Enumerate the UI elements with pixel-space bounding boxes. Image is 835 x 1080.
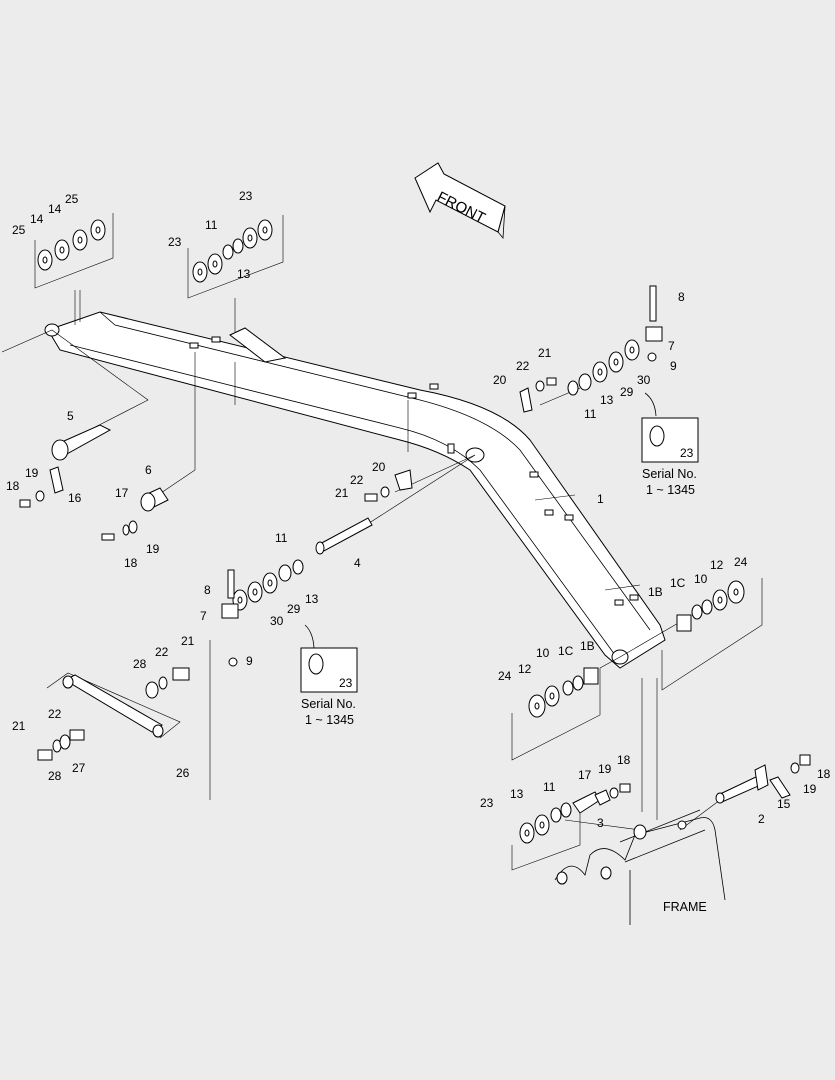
pin-assembly-2 — [715, 754, 811, 804]
callout-9: 9 — [670, 359, 677, 373]
callout-12: 12 — [710, 558, 724, 572]
callout-21: 21 — [538, 346, 552, 360]
callout-20: 20 — [493, 373, 507, 387]
callout-18: 18 — [617, 753, 631, 767]
callout-19: 19 — [803, 782, 817, 796]
callout-11: 11 — [205, 218, 218, 232]
callout-23: 23 — [480, 796, 494, 810]
bar-assembly-26 — [37, 667, 190, 761]
serial-note-upper-line1: Serial No. — [642, 467, 697, 481]
callout-21: 21 — [335, 486, 349, 500]
callout-28: 28 — [48, 769, 62, 783]
callout-1C: 1C — [670, 576, 686, 590]
bolt-group-upper — [519, 377, 557, 413]
callout-22: 22 — [48, 707, 62, 721]
callout-23: 23 — [239, 189, 253, 203]
callout-30: 30 — [637, 373, 651, 387]
frame-label: FRAME — [663, 900, 707, 914]
callout-5: 5 — [67, 409, 74, 423]
callout-23: 23 — [168, 235, 182, 249]
callout-7: 7 — [668, 339, 675, 353]
callout-14: 14 — [48, 202, 62, 216]
callout-13: 13 — [237, 267, 251, 281]
pin-assembly-5 — [19, 424, 112, 508]
callout-27: 27 — [72, 761, 86, 775]
callout-13: 13 — [305, 592, 319, 606]
washer-group-upper-left — [34, 213, 114, 289]
callout-17: 17 — [115, 486, 129, 500]
callout-13: 13 — [600, 393, 614, 407]
callout-18: 18 — [6, 479, 20, 493]
serial-note-upper-line2: 1 ~ 1345 — [646, 483, 695, 497]
callout-29: 29 — [620, 385, 634, 399]
callout-25: 25 — [12, 223, 26, 237]
bushing-group-lower — [511, 667, 601, 761]
callout-11: 11 — [543, 780, 556, 794]
callout-21: 21 — [181, 634, 195, 648]
callout-19: 19 — [25, 466, 39, 480]
callout-1B: 1B — [580, 639, 595, 653]
boom-assembly — [44, 311, 666, 669]
callout-4: 4 — [354, 556, 361, 570]
callout-8: 8 — [678, 290, 685, 304]
serial-note-middle: 23 Serial No. 1 ~ 1345 — [300, 624, 358, 727]
callout-12: 12 — [518, 662, 532, 676]
pin-assembly-6 — [101, 487, 169, 541]
bolt-group-middle — [364, 469, 413, 502]
callout-30: 30 — [270, 614, 284, 628]
callout-24: 24 — [498, 669, 512, 683]
serial-note-upper: 23 Serial No. 1 ~ 1345 — [641, 392, 699, 497]
callout-10: 10 — [694, 572, 708, 586]
serial-note-upper-part: 23 — [680, 446, 694, 460]
callout-19: 19 — [598, 762, 612, 776]
frame-assembly: FRAME — [554, 809, 726, 925]
leader-lines — [1, 290, 721, 831]
callout-26: 26 — [176, 766, 190, 780]
callout-18: 18 — [817, 767, 831, 781]
callout-14: 14 — [30, 212, 44, 226]
callout-22: 22 — [516, 359, 530, 373]
callout-11: 11 — [275, 531, 288, 545]
callout-18: 18 — [124, 556, 138, 570]
callout-22: 22 — [155, 645, 169, 659]
callout-19: 19 — [146, 542, 160, 556]
bushing-group-right — [661, 578, 763, 691]
callout-1B: 1B — [648, 585, 663, 599]
callout-29: 29 — [287, 602, 301, 616]
serial-note-middle-part: 23 — [339, 676, 353, 690]
serial-note-middle-line1: Serial No. — [301, 697, 356, 711]
callout-16: 16 — [68, 491, 82, 505]
pin-4 — [315, 517, 373, 555]
washer-group-upper-middle — [187, 215, 284, 299]
callout-7: 7 — [200, 609, 207, 623]
callout-10: 10 — [536, 646, 550, 660]
callout-13: 13 — [510, 787, 524, 801]
callout-2: 2 — [758, 812, 765, 826]
serial-note-middle-line2: 1 ~ 1345 — [305, 713, 354, 727]
callout-labels: 25 14 14 25 23 11 23 13 8 7 9 30 29 13 1… — [6, 189, 831, 830]
callout-21: 21 — [12, 719, 26, 733]
callout-15: 15 — [777, 797, 791, 811]
callout-11: 11 — [584, 407, 597, 421]
washer-group-middle-left — [221, 559, 304, 667]
washer-group-lower-right — [511, 783, 631, 871]
washer-group-right — [567, 285, 663, 396]
callout-17: 17 — [578, 768, 592, 782]
callout-8: 8 — [204, 583, 211, 597]
callout-25: 25 — [65, 192, 79, 206]
callout-1C: 1C — [558, 644, 574, 658]
callout-1: 1 — [597, 492, 604, 506]
callout-28: 28 — [133, 657, 147, 671]
callout-3: 3 — [597, 816, 604, 830]
callout-9: 9 — [246, 654, 253, 668]
front-direction-arrow: FRONT — [414, 162, 506, 240]
callout-24: 24 — [734, 555, 748, 569]
callout-6: 6 — [145, 463, 152, 477]
callout-20: 20 — [372, 460, 386, 474]
callout-22: 22 — [350, 473, 364, 487]
